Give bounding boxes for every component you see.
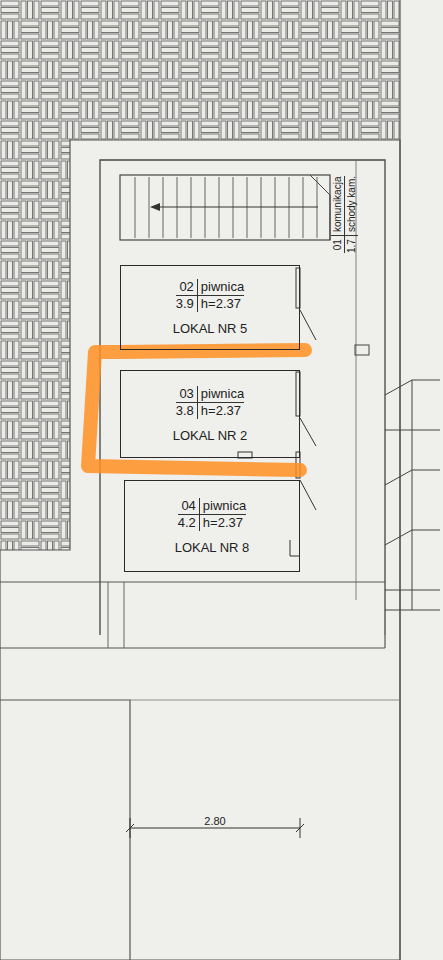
corridor-space: 01komunikacja1.7schody kam. bbox=[332, 158, 356, 270]
inner-wall bbox=[100, 160, 385, 635]
stair-tread bbox=[135, 177, 136, 238]
room-area: 3.8 bbox=[176, 403, 198, 419]
room-height: h=2.37 bbox=[198, 296, 244, 312]
room-name: piwnica bbox=[198, 279, 244, 296]
room-number: 01 bbox=[331, 235, 345, 253]
unit-label: LOKAL NR 5 bbox=[173, 321, 248, 336]
room-area: 1.7 bbox=[345, 235, 358, 253]
room-label: 04piwnica4.2h=2.37 bbox=[178, 498, 246, 531]
unit-label: LOKAL NR 8 bbox=[175, 540, 250, 555]
room-number: 03 bbox=[176, 386, 198, 403]
rotated-label: 01komunikacja1.7schody kam. bbox=[331, 175, 358, 252]
room-label: 03piwnica3.8h=2.37 bbox=[176, 386, 244, 419]
cellar-room: 03piwnica3.8h=2.37LOKAL NR 2 bbox=[120, 370, 300, 458]
room-label: 02piwnica3.9h=2.37 bbox=[176, 279, 244, 312]
room-label: 01komunikacja1.7schody kam. bbox=[331, 175, 358, 252]
cellar-room: 04piwnica4.2h=2.37LOKAL NR 8 bbox=[124, 480, 300, 572]
room-area: 4.2 bbox=[178, 515, 200, 531]
cellar-room: 02piwnica3.9h=2.37LOKAL NR 5 bbox=[120, 265, 300, 350]
room-number: 04 bbox=[178, 498, 200, 515]
room-height: schody kam. bbox=[345, 175, 358, 234]
room-height: h=2.37 bbox=[198, 403, 244, 419]
stair-tread bbox=[149, 177, 150, 238]
outer-wall bbox=[0, 140, 400, 960]
dimension-label: 2.80 bbox=[202, 815, 227, 827]
room-name: piwnica bbox=[198, 386, 244, 403]
room-number: 02 bbox=[176, 279, 198, 296]
room-name: komunikacja bbox=[331, 175, 345, 234]
room-area: 3.9 bbox=[176, 296, 198, 312]
highlight-marker bbox=[88, 350, 305, 470]
room-height: h=2.37 bbox=[200, 515, 246, 531]
unit-label: LOKAL NR 2 bbox=[173, 428, 248, 443]
room-name: piwnica bbox=[200, 498, 246, 515]
stairs bbox=[120, 175, 330, 240]
